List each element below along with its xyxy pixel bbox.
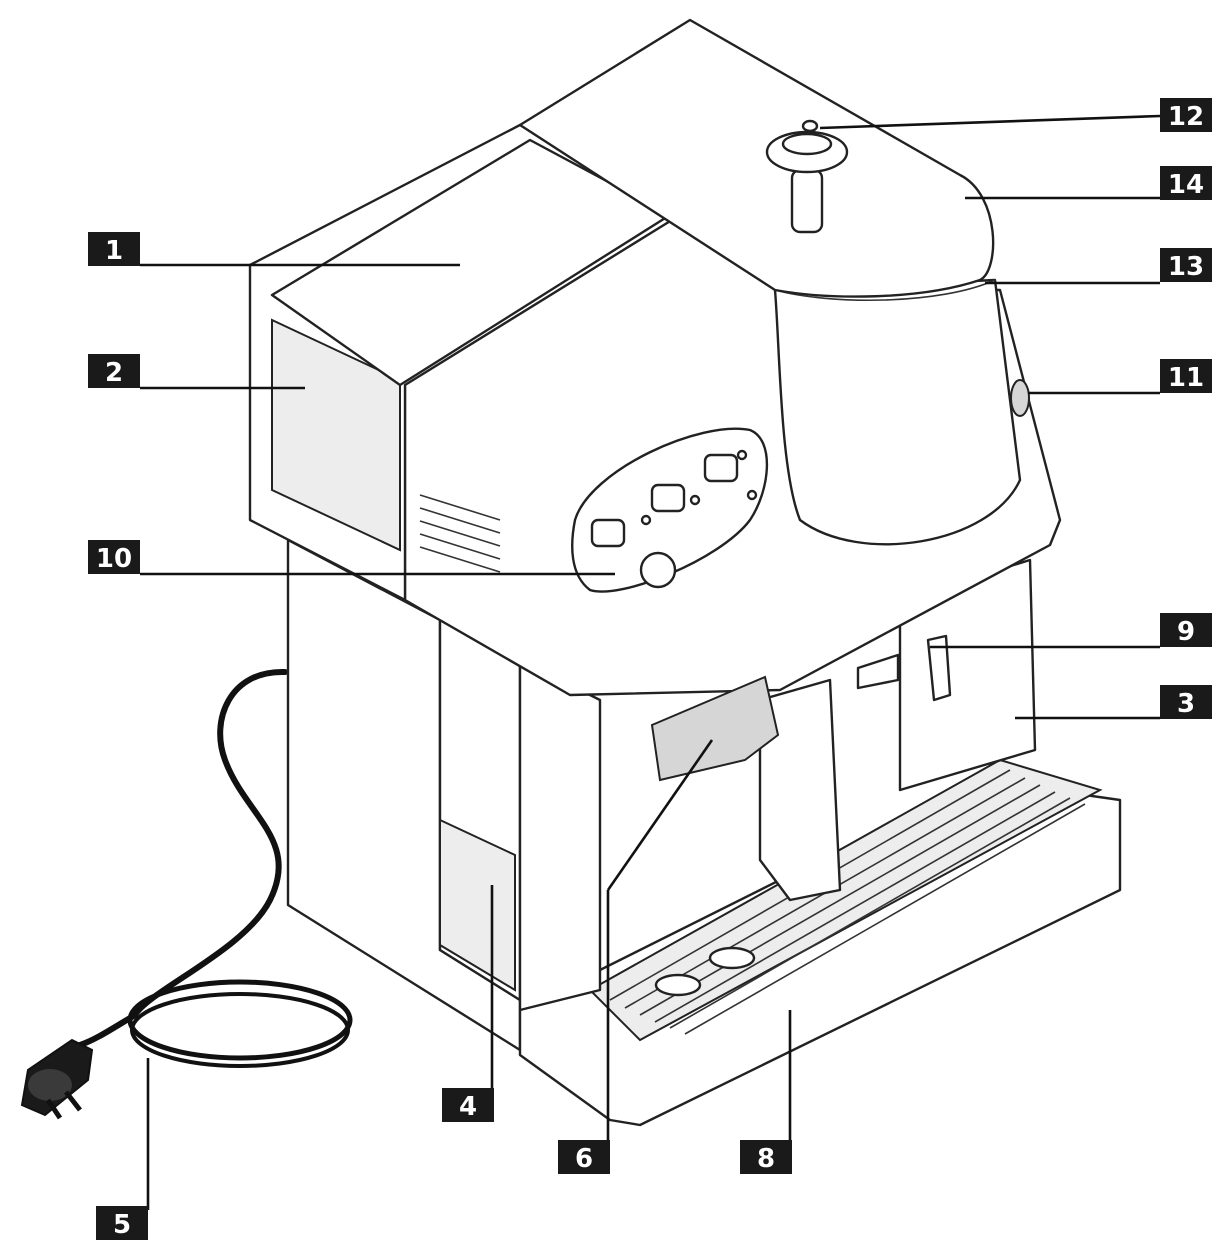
callout-4-label: 4 (459, 1092, 477, 1122)
button-middle-icon (650, 483, 686, 513)
top-lid (518, 18, 995, 298)
callout-10: 10 (88, 540, 140, 574)
callout-13-label: 13 (1168, 252, 1204, 282)
callout-9: 9 (1160, 613, 1212, 647)
side-switch-icon (1010, 379, 1030, 417)
callouts: 1 2 10 12 14 13 11 9 (88, 98, 1212, 1240)
callout-11-label: 11 (1168, 363, 1204, 393)
button-right-icon (703, 453, 739, 483)
callout-1-label: 1 (105, 236, 123, 266)
callout-12: 12 (1160, 98, 1212, 132)
steam-housing (773, 278, 1022, 546)
selector-knob-icon (639, 551, 677, 589)
callout-12-label: 12 (1168, 102, 1204, 132)
power-cord (20, 668, 353, 1120)
callout-1: 1 (88, 232, 140, 266)
service-door (439, 818, 516, 992)
callout-3-label: 3 (1177, 689, 1195, 719)
callout-2-label: 2 (105, 358, 123, 388)
power-plug (20, 1038, 94, 1120)
control-panel (571, 427, 769, 593)
callout-14-label: 14 (1168, 170, 1204, 200)
water-tank-window (271, 318, 401, 552)
callout-4: 4 (442, 1088, 494, 1122)
coffee-spout (758, 678, 842, 902)
callout-9-label: 9 (1177, 617, 1195, 647)
steam-knob-icon (765, 119, 849, 234)
callout-6-label: 6 (575, 1144, 593, 1174)
drip-tray (518, 758, 1122, 1127)
callout-11: 11 (1160, 359, 1212, 393)
button-left-icon (590, 518, 626, 548)
hot-water-nozzle (926, 634, 952, 702)
callout-5-label: 5 (113, 1210, 131, 1240)
callout-8-label: 8 (757, 1144, 775, 1174)
callout-14: 14 (1160, 166, 1212, 200)
callout-2: 2 (88, 354, 140, 388)
leader-6b (606, 739, 714, 891)
callout-3: 3 (1160, 685, 1212, 719)
callout-10-label: 10 (96, 544, 132, 574)
leader-lines (140, 114, 1161, 1210)
callout-13: 13 (1160, 248, 1212, 282)
grounds-container-handle (650, 675, 780, 782)
coffee-machine-illustration (20, 18, 1122, 1127)
leader-12 (819, 114, 1161, 130)
callout-8: 8 (740, 1140, 792, 1174)
vent-slots (419, 494, 501, 573)
callout-6: 6 (558, 1140, 610, 1174)
machine-front-column (518, 658, 602, 1012)
callout-5: 5 (96, 1206, 148, 1240)
